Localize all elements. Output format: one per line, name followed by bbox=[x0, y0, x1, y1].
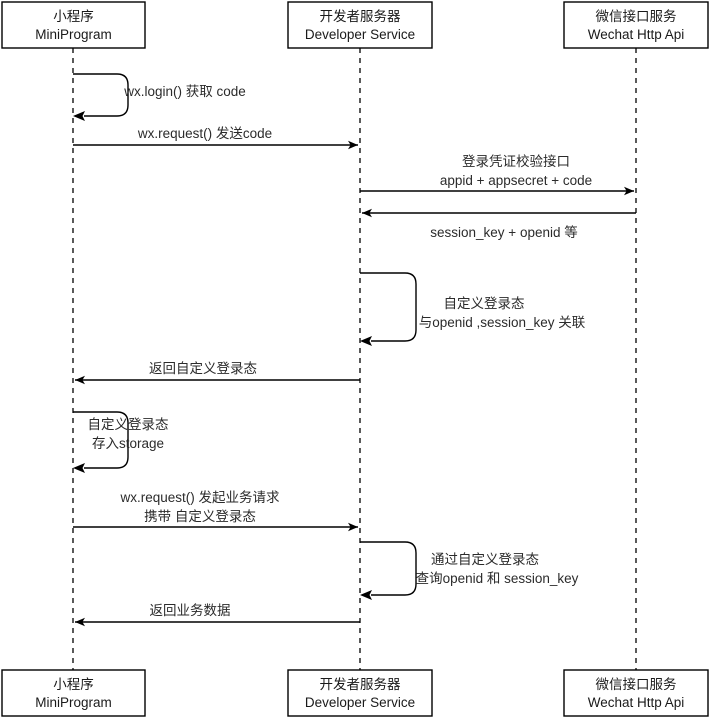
message-business-request[interactable]: wx.request() 发起业务请求 携带 自定义登录态 bbox=[73, 490, 358, 532]
message-label-line2: appid + appsecret + code bbox=[440, 173, 592, 188]
actor-label-line1: 开发者服务器 bbox=[320, 677, 401, 692]
actor-label-line1: 小程序 bbox=[53, 677, 94, 692]
self-loop-path bbox=[360, 272, 417, 342]
message-label: session_key + openid 等 bbox=[430, 224, 577, 240]
message-label-line2: 查询openid 和 session_key bbox=[416, 571, 579, 586]
message-label-line2: 存入storage bbox=[92, 436, 164, 451]
actor-label-line1: 微信接口服务 bbox=[596, 676, 677, 692]
actor-box-miniprogram-top[interactable]: 小程序 MiniProgram bbox=[1, 1, 146, 49]
message-login-verify[interactable]: 登录凭证校验接口 appid + appsecret + code bbox=[360, 153, 634, 196]
actor-label-line2: Developer Service bbox=[305, 695, 415, 710]
actor-box-rect bbox=[287, 1, 433, 49]
arrowhead bbox=[73, 111, 85, 121]
self-loop-path bbox=[360, 541, 417, 596]
message-label-line1: 自定义登录态 bbox=[88, 417, 169, 432]
message-label-line1: 登录凭证校验接口 bbox=[462, 153, 570, 169]
message-label-line1: 通过自定义登录态 bbox=[431, 552, 539, 567]
actor-box-developer-service-top[interactable]: 开发者服务器 Developer Service bbox=[287, 1, 433, 49]
arrowhead bbox=[73, 463, 85, 473]
message-return-custom-login-state[interactable]: 返回自定义登录态 bbox=[75, 361, 360, 385]
message-label-line2: 与openid ,session_key 关联 bbox=[419, 315, 586, 330]
message-wx-login[interactable]: wx.login() 获取 code bbox=[73, 73, 246, 121]
actor-boxes-bottom: 小程序 MiniProgram 开发者服务器 Developer Service… bbox=[1, 669, 709, 717]
message-label-line2: 携带 自定义登录态 bbox=[144, 509, 256, 524]
actor-boxes-top: 小程序 MiniProgram 开发者服务器 Developer Service… bbox=[1, 1, 709, 49]
message-label: 返回业务数据 bbox=[150, 603, 231, 618]
arrowhead bbox=[360, 590, 372, 600]
actor-label-line1: 开发者服务器 bbox=[320, 9, 401, 24]
actor-label-line2: Wechat Http Api bbox=[588, 695, 685, 710]
message-label: wx.login() 获取 code bbox=[123, 84, 246, 99]
actor-box-rect bbox=[1, 1, 146, 49]
actor-label-line2: Wechat Http Api bbox=[588, 27, 685, 42]
actor-label-line2: MiniProgram bbox=[35, 695, 112, 710]
message-label-line1: wx.request() 发起业务请求 bbox=[119, 490, 280, 505]
message-wx-request-code[interactable]: wx.request() 发送code bbox=[73, 126, 358, 150]
arrowhead bbox=[360, 336, 372, 346]
actor-box-wechat-http-api-bottom[interactable]: 微信接口服务 Wechat Http Api bbox=[563, 669, 709, 717]
message-label-line1: 自定义登录态 bbox=[444, 296, 525, 311]
actor-box-rect bbox=[563, 669, 709, 717]
actor-box-developer-service-bottom[interactable]: 开发者服务器 Developer Service bbox=[287, 669, 433, 717]
actor-label-line2: MiniProgram bbox=[35, 27, 112, 42]
actor-box-miniprogram-bottom[interactable]: 小程序 MiniProgram bbox=[1, 669, 146, 717]
message-store-storage[interactable]: 自定义登录态 存入storage bbox=[73, 411, 169, 473]
message-custom-login-state[interactable]: 自定义登录态 与openid ,session_key 关联 bbox=[360, 272, 586, 346]
message-session-key-openid[interactable]: session_key + openid 等 bbox=[362, 208, 636, 240]
self-loop-path bbox=[73, 411, 129, 469]
actor-box-rect bbox=[1, 669, 146, 717]
self-loop-path bbox=[73, 73, 129, 117]
actor-label-line1: 小程序 bbox=[53, 9, 94, 24]
message-label: wx.request() 发送code bbox=[137, 126, 272, 141]
actor-label-line2: Developer Service bbox=[305, 27, 415, 42]
actor-box-rect bbox=[563, 1, 709, 49]
message-query-openid-session[interactable]: 通过自定义登录态 查询openid 和 session_key bbox=[360, 541, 579, 600]
actor-box-wechat-http-api-top[interactable]: 微信接口服务 Wechat Http Api bbox=[563, 1, 709, 49]
actor-label-line1: 微信接口服务 bbox=[596, 8, 677, 24]
lifelines-group bbox=[72, 48, 637, 670]
message-label: 返回自定义登录态 bbox=[149, 361, 257, 376]
actor-box-rect bbox=[287, 669, 433, 717]
message-return-business-data[interactable]: 返回业务数据 bbox=[75, 603, 360, 627]
